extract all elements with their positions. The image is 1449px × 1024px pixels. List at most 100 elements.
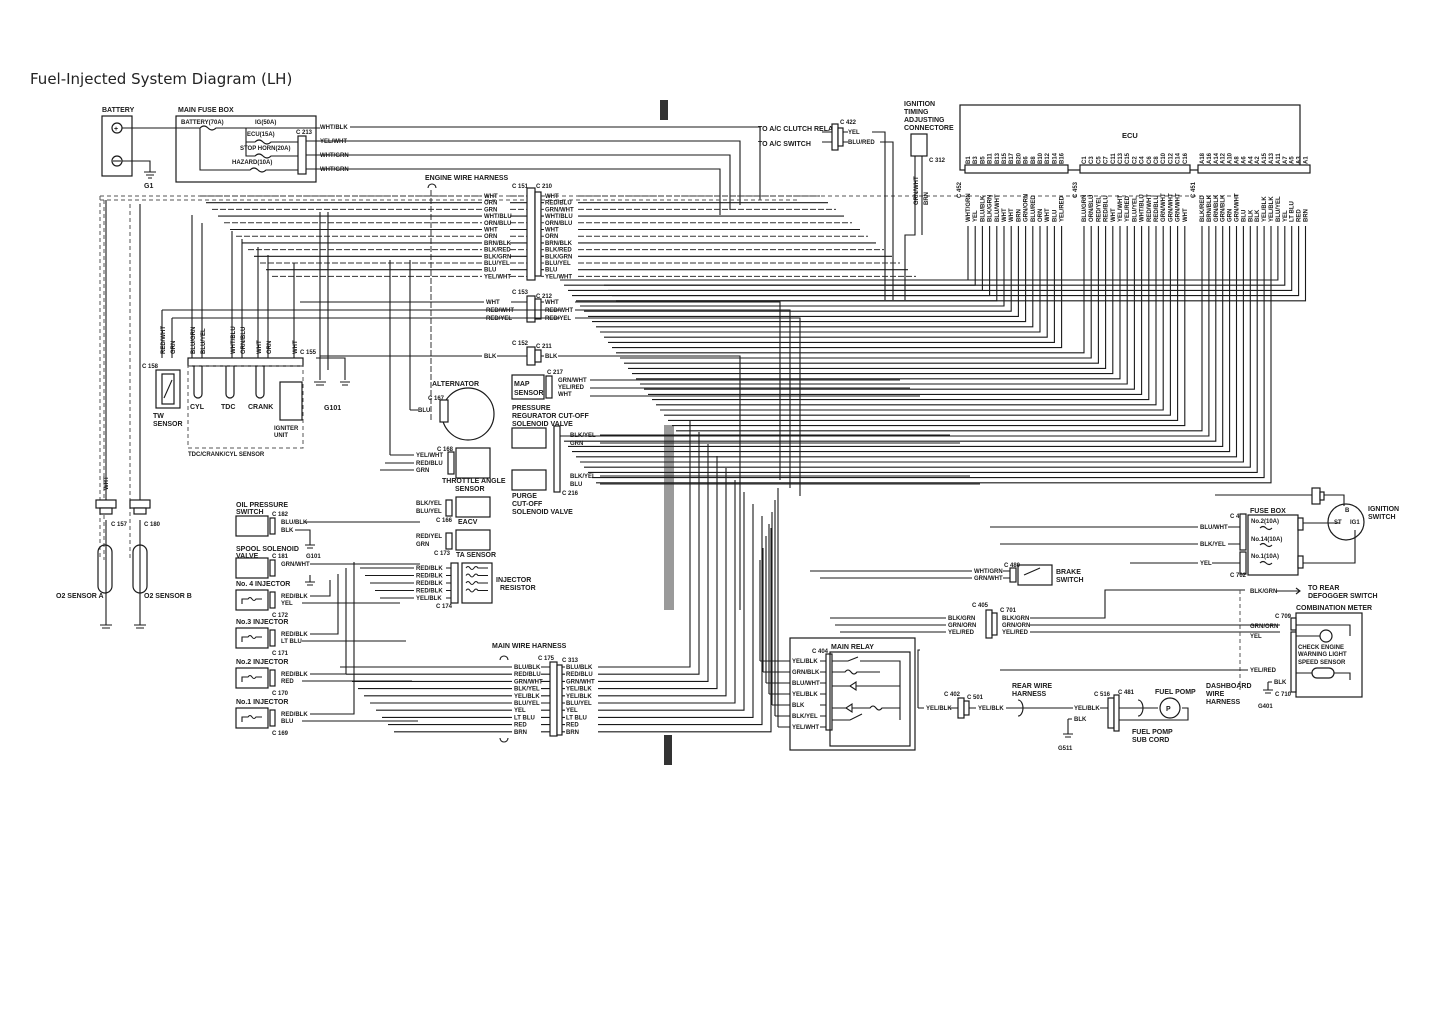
ecu-pin-label: B6 xyxy=(1024,156,1030,164)
connector-c175 xyxy=(549,661,558,737)
ecu-pin-label: C12 xyxy=(1168,152,1174,164)
ecu-pin-label: A8 xyxy=(1235,156,1241,164)
tw-sensor-label: SENSOR xyxy=(153,421,183,428)
svg-text:C 155: C 155 xyxy=(300,350,317,356)
svg-text:C 516: C 516 xyxy=(1094,692,1111,698)
dashboard-harness-label: HARNESS xyxy=(1206,699,1241,706)
wire-label: WHT xyxy=(486,300,500,306)
svg-text:WHT: WHT xyxy=(104,476,110,490)
ecu-pin-label: B8 xyxy=(1031,156,1037,164)
svg-text:PURGE: PURGE xyxy=(512,493,537,500)
svg-text:YEL/BLK: YEL/BLK xyxy=(978,706,1004,712)
ecu-wire-label: ORN xyxy=(1038,209,1044,222)
svg-text:BRN: BRN xyxy=(924,192,930,205)
ecu-wire xyxy=(656,226,1157,406)
svg-text:C 481: C 481 xyxy=(1118,690,1135,696)
wire-label: BLK/GRN xyxy=(545,254,572,260)
svg-text:BLK: BLK xyxy=(281,528,294,534)
connector-c174 xyxy=(450,562,459,604)
ecu-pin-label: B11 xyxy=(988,153,994,164)
svg-text:GRN: GRN xyxy=(416,542,429,548)
ecu-wire-label: WHT xyxy=(1009,208,1015,222)
svg-text:OIL PRESSURE: OIL PRESSURE xyxy=(236,502,288,509)
ac-connector-group: TO A/C CLUTCH RELAY TO A/C SWITCH C 422 … xyxy=(758,120,894,300)
svg-text:IG1: IG1 xyxy=(1350,520,1360,526)
connector-c216 xyxy=(553,425,561,493)
svg-text:C 480: C 480 xyxy=(1004,563,1021,569)
ecu-wire-label: BRN xyxy=(1304,209,1310,222)
alternator-body xyxy=(441,387,495,441)
wire-label: ORN xyxy=(484,234,497,240)
svg-text:C 701: C 701 xyxy=(1000,608,1017,614)
ecu-wire xyxy=(608,226,1055,343)
ecu-pin-label: A13 xyxy=(1269,152,1275,164)
fuel-pump-sub-cord-label: SUB CORD xyxy=(1132,737,1169,744)
svg-text:BLU/YEL: BLU/YEL xyxy=(416,509,442,515)
wire-label: LT BLU xyxy=(281,639,302,645)
wire-label: WHT xyxy=(293,340,299,354)
ecu-wire-label: LT BLU xyxy=(1290,201,1296,222)
ecu-wire xyxy=(608,226,1293,291)
svg-text:G101: G101 xyxy=(306,554,321,560)
wire-label: BLU xyxy=(545,268,557,274)
battery-body xyxy=(101,115,133,177)
svg-text:BRAKE: BRAKE xyxy=(1056,569,1081,576)
injector-resistor-label: RESISTOR xyxy=(500,585,536,592)
main-fuse-box-frame xyxy=(175,115,317,183)
ecu-wire-label: WHT xyxy=(1045,208,1051,222)
svg-text:C 702: C 702 xyxy=(1230,573,1247,579)
wire-label: RED xyxy=(566,723,579,729)
map-sensor: MAP SENSOR C 217 GRN/WHT YEL/RED WHT xyxy=(511,370,920,400)
svg-text:REGURATOR CUT-OFF: REGURATOR CUT-OFF xyxy=(512,413,589,420)
ecu-pin-label: C1 xyxy=(1082,156,1088,164)
ecu-wire xyxy=(664,226,1171,416)
connector-c182 xyxy=(269,517,276,535)
ecu-wire-label: BLU xyxy=(1052,210,1058,222)
ecu-pin-label: C16 xyxy=(1183,152,1189,164)
ecu-wire-label: WHT/GRN xyxy=(966,193,972,222)
fuse-ecu-label: ECU(15A) xyxy=(247,132,275,138)
ecu-pin-label: B5 xyxy=(980,156,986,164)
ecu-wire xyxy=(644,226,1135,390)
injector-connector xyxy=(269,629,276,647)
svg-text:YEL/BLK: YEL/BLK xyxy=(1074,706,1100,712)
wire-label: GRN/WHT xyxy=(566,679,595,685)
ecu-pin-label: C5 xyxy=(1096,156,1102,164)
injector-label: No. 4 INJECTOR xyxy=(236,581,290,588)
ecu-wire xyxy=(612,226,1300,297)
svg-text:BLU/RED: BLU/RED xyxy=(848,140,875,146)
ecu-wire-label: BLU/YEL xyxy=(1132,196,1138,222)
check-engine-label: WARNING LIGHT xyxy=(1298,652,1347,658)
svg-text:YEL: YEL xyxy=(1200,561,1212,567)
svg-text:C 709: C 709 xyxy=(1275,614,1292,620)
map-sensor-label: SENSOR xyxy=(514,390,544,397)
eacv-body xyxy=(455,496,491,518)
svg-text:C 173: C 173 xyxy=(434,551,451,557)
ecu-wire xyxy=(676,226,1203,432)
connector-c710 xyxy=(1290,631,1297,693)
injector-connector xyxy=(269,591,276,609)
main-relay-label: MAIN RELAY xyxy=(831,644,874,651)
wire-label: RED/BLU xyxy=(566,672,593,678)
oil-pressure-body xyxy=(235,515,269,537)
ecu-wire xyxy=(628,226,1107,369)
o2-sensor-b: C 180 O2 SENSOR B xyxy=(129,204,192,629)
injector-resistor-body xyxy=(461,562,493,604)
connector-c152-c211-group: C 152 C 211 BLK BLK xyxy=(320,341,741,610)
wire-label: BLK/YEL xyxy=(514,687,540,693)
ecu-pin-label: B1 xyxy=(966,156,972,164)
ignition-switch-body xyxy=(1327,503,1365,541)
ecu-wire xyxy=(632,226,1114,375)
wire-label: BLK/YEL xyxy=(792,714,818,720)
ecu-wire xyxy=(572,226,1231,453)
svg-text:C 405: C 405 xyxy=(972,603,989,609)
svg-text:GRN/WHT: GRN/WHT xyxy=(974,576,1003,582)
o2-sensor-b-label: O2 SENSOR B xyxy=(144,593,192,600)
wire-label: BLU/WHT xyxy=(792,681,820,687)
ecu-pin-label: C3 xyxy=(1089,156,1095,164)
wire-label: YEL/BLK xyxy=(792,659,818,665)
svg-text:G401: G401 xyxy=(1258,704,1273,710)
wire-label: BLK xyxy=(792,703,805,709)
